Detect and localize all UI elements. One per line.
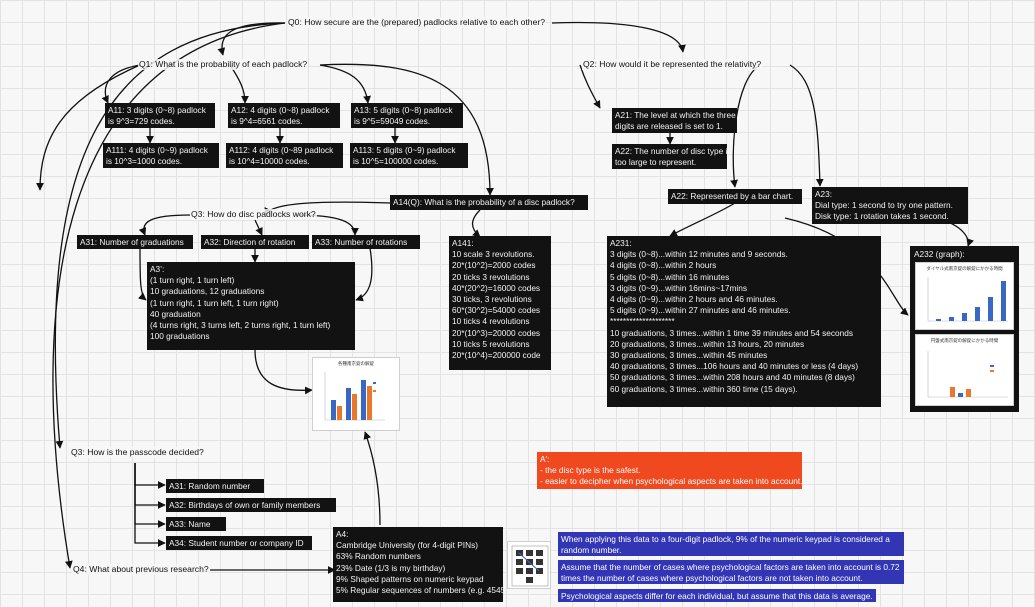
answer-a231: A231: 3 digits (0~8)...within 12 minutes… [607, 236, 881, 407]
graph-thumb-disc[interactable]: 円盤式南京錠の解錠にかかる時間 [915, 334, 1014, 406]
answer-a33-rotations: A33: Number of rotations [312, 235, 420, 249]
link-q0-q1 [217, 22, 286, 56]
answer-a23: A23:Dial type: 1 second to try one patte… [812, 187, 968, 224]
bar [966, 389, 971, 397]
link-q3b-a33n [134, 463, 166, 528]
legend-swatch [373, 382, 376, 384]
graph-thumb-dial-title: ダイヤル式南京錠の解錠にかかる時間 [926, 266, 1003, 271]
bar [331, 400, 336, 420]
link-q3b-a34i [134, 463, 166, 547]
question-q3-passcode: Q3: How is the passcode decided? [70, 447, 205, 458]
link-q2-a23 [789, 64, 824, 187]
question-q1: Q1: What is the probability of each padl… [138, 59, 309, 70]
answer-a32-birthdays: A32: Birthdays of own or family members [166, 498, 336, 512]
graph-thumb-disc-title: 円盤式南京錠の解錠にかかる時間 [930, 338, 999, 343]
bar [346, 388, 351, 420]
answer-a31-random: A31: Random number [166, 479, 264, 493]
bar [975, 307, 980, 321]
link-q1-a14q [319, 63, 494, 196]
note-psychological-factor: Assume that the number of cases where ps… [558, 560, 904, 584]
bar [958, 393, 963, 397]
bar [337, 406, 342, 420]
note-keypad-random: When applying this data to a four-digit … [558, 532, 904, 556]
graph-thumb-dial-bars [927, 277, 1008, 322]
link-q3-a32d [254, 219, 263, 236]
link-a31g-a3x [138, 247, 147, 301]
conclusion-box: A′: - the disc type is the safest. - eas… [537, 452, 802, 489]
bar [962, 313, 967, 321]
chart-thumb-bars [324, 372, 385, 421]
link-q0-q2 [551, 21, 686, 53]
bar [936, 319, 941, 321]
link-q2-a21 [579, 64, 601, 109]
answer-a32-direction: A32: Direction of rotation [201, 235, 309, 249]
question-q4: Q4: What about previous research? [72, 564, 210, 575]
answer-a22-bar-chart: A22: Represented by a bar chart. [668, 189, 802, 204]
graph-thumb-dial[interactable]: ダイヤル式南京錠の解錠にかかる時間 [915, 262, 1014, 330]
link-q3b-a31r [134, 463, 166, 489]
link-a3x-chart [254, 349, 313, 395]
note-average-assumption: Psychological aspects differ for each in… [558, 589, 876, 602]
bar [949, 317, 954, 321]
legend-swatch [990, 370, 994, 372]
bar [367, 386, 372, 420]
link-a4-chart [363, 431, 381, 526]
keypad-icon [511, 545, 549, 587]
legend-swatch [373, 390, 376, 392]
bar [361, 380, 366, 420]
question-q2: Q2: How would it be represented the rela… [582, 59, 763, 70]
link-a33r-a3x [355, 247, 373, 302]
link-q3b-a32b [134, 463, 166, 509]
link-a14q-a141 [471, 209, 481, 238]
question-q3-disc: Q3: How do disc padlocks work? [190, 209, 317, 220]
graph-thumb-disc-bars [927, 351, 1008, 398]
answer-a232-graph: A232 (graph): ダイヤル式南京錠の解錠にかかる時間 円盤式南京錠の解… [910, 246, 1019, 412]
answer-a3-prime: A3’: (1 turn right, 1 turn left) 10 grad… [147, 262, 355, 350]
keypad-thumb[interactable] [507, 541, 551, 589]
link-q1-a12 [229, 64, 249, 104]
link-q1-a11 [101, 64, 141, 104]
bar [988, 297, 993, 321]
answer-a14q: A14(Q): What is the probability of a dis… [390, 195, 588, 210]
link-q2-a22b [730, 64, 761, 188]
question-q0: Q0: How secure are the (prepared) padloc… [287, 17, 546, 28]
bar [352, 394, 357, 420]
bar [950, 387, 955, 397]
answer-a33-name: A33: Name [166, 517, 226, 531]
legend-swatch [990, 365, 994, 367]
bar [1001, 281, 1006, 321]
link-q1-a13 [319, 64, 371, 104]
chart-thumb-comparison[interactable]: 各種南京錠の解錠 [312, 357, 400, 431]
answer-a34-id: A34: Student number or company ID [166, 536, 312, 550]
link-q3-a31g [138, 214, 191, 236]
chart-thumb-title: 各種南京錠の解錠 [338, 361, 374, 366]
answer-a141: A141: 10 scale 3 revolutions. 20*(10^2)=… [449, 236, 551, 370]
answer-a4: A4: Cambridge University (for 4-digit PI… [333, 527, 503, 602]
graph-panel-label: A232 (graph): [914, 249, 965, 259]
answer-a31-graduations: A31: Number of graduations [77, 235, 193, 249]
link-a22b-a231 [669, 202, 736, 237]
